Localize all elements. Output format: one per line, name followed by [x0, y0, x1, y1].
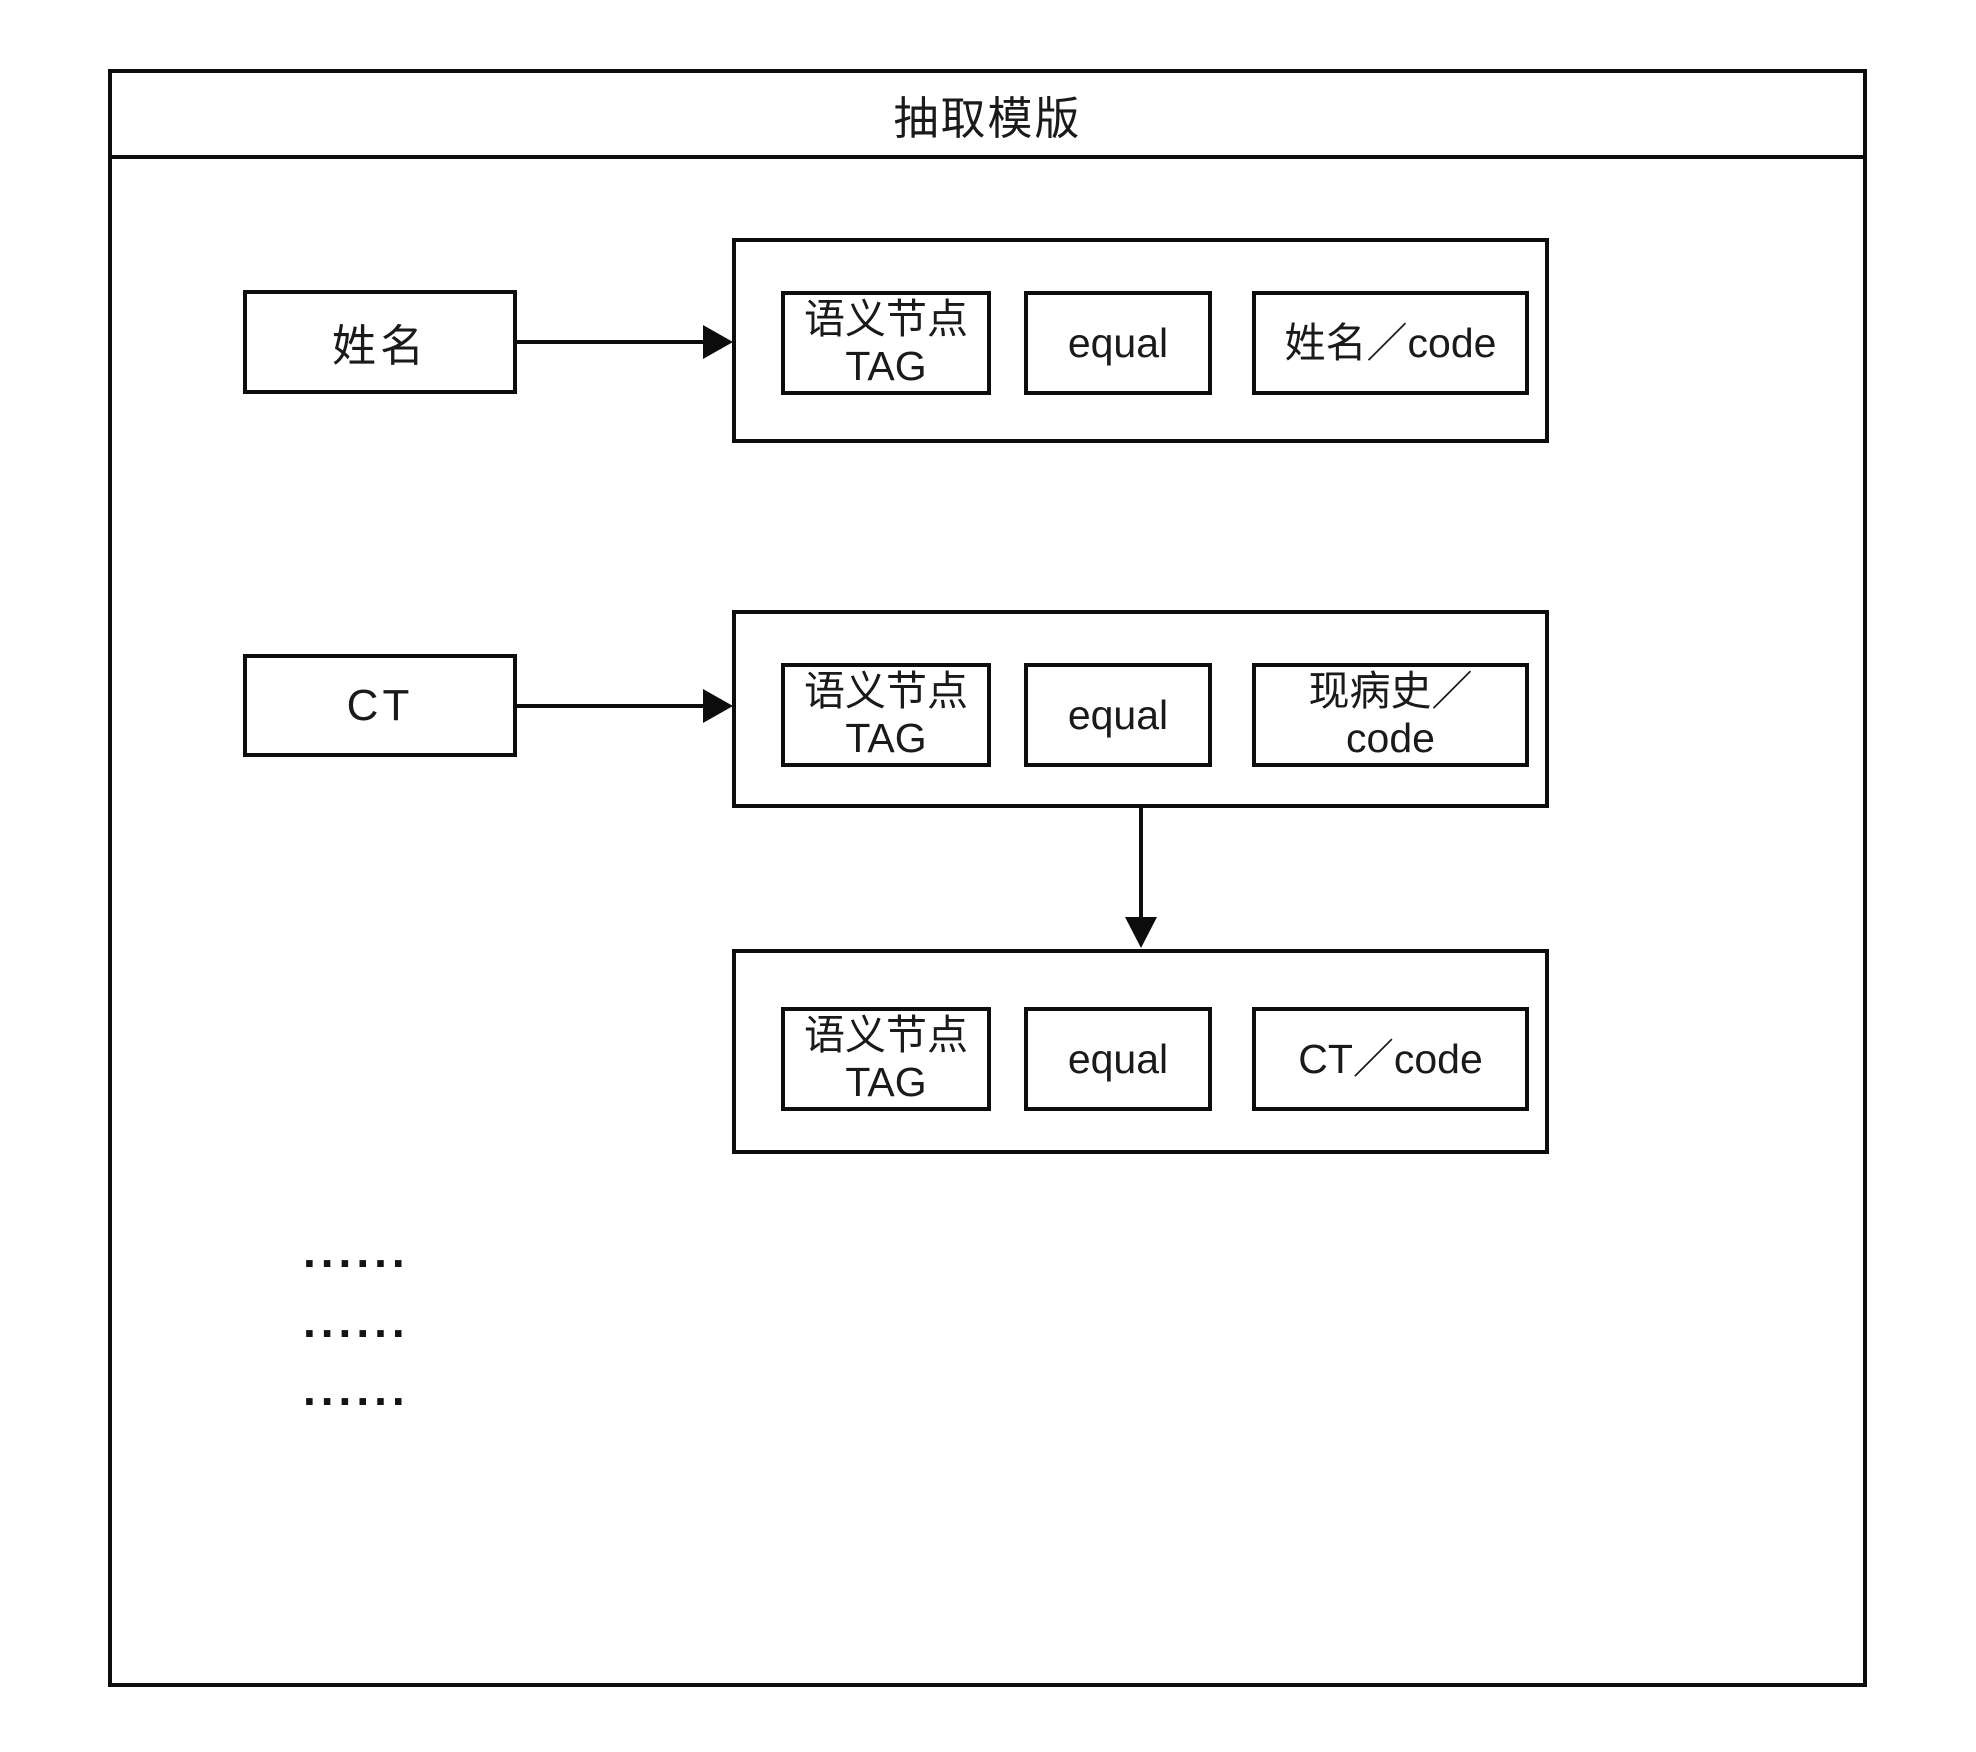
tag-cell-line1: 语义节点: [804, 296, 968, 342]
template-frame-titlebar: 抽取模版: [108, 69, 1867, 159]
rule-group-1-tag-cell: 语义节点 TAG: [781, 291, 991, 395]
rule-group-3-operator-cell: equal: [1024, 1007, 1212, 1111]
arrow-down-shaft: [1139, 808, 1143, 918]
value-cell-line1: 现病史／: [1308, 668, 1473, 714]
arrow-right-2-head-icon: [703, 689, 733, 723]
rule-group-2: 语义节点 TAG equal 现病史／ code: [732, 610, 1549, 808]
rule-group-1: 语义节点 TAG equal 姓名／code: [732, 238, 1549, 443]
diagram-title: 抽取模版: [893, 92, 1082, 144]
tag-cell-line1: 语义节点: [804, 668, 968, 714]
tag-cell-line2: TAG: [845, 715, 927, 761]
rule-group-3-value-cell: CT／code: [1252, 1007, 1529, 1111]
value-cell-label: CT／code: [1298, 1035, 1483, 1082]
source-node-name-label: 姓名: [332, 322, 428, 371]
rule-group-3-tag-cell: 语义节点 TAG: [781, 1007, 991, 1111]
rule-group-1-value-cell: 姓名／code: [1252, 291, 1529, 395]
rule-group-2-tag-cell: 语义节点 TAG: [781, 663, 991, 767]
arrow-down-head-icon: [1125, 917, 1157, 948]
rule-group-2-operator-cell: equal: [1024, 663, 1212, 767]
tag-cell-line2: TAG: [845, 1059, 927, 1105]
source-node-name: 姓名: [243, 290, 517, 394]
source-node-ct-label: CT: [346, 680, 414, 730]
rule-group-1-operator-cell: equal: [1024, 291, 1212, 395]
rule-group-2-value-cell: 现病史／ code: [1252, 663, 1529, 767]
value-cell-label: 姓名／code: [1284, 319, 1497, 366]
tag-cell-line2: TAG: [845, 343, 927, 389]
source-node-ct: CT: [243, 654, 517, 757]
arrow-right-1-head-icon: [703, 325, 733, 359]
ellipsis-row-1: ......: [303, 1225, 410, 1277]
operator-cell-label: equal: [1067, 319, 1169, 366]
arrow-right-2-shaft: [517, 704, 705, 708]
arrow-right-1-shaft: [517, 340, 705, 344]
tag-cell-line1: 语义节点: [804, 1012, 968, 1058]
rule-group-3: 语义节点 TAG equal CT／code: [732, 949, 1549, 1154]
operator-cell-label: equal: [1067, 1035, 1169, 1082]
operator-cell-label: equal: [1067, 691, 1169, 738]
ellipsis-row-3: ......: [303, 1363, 410, 1415]
ellipsis-row-2: ......: [303, 1295, 410, 1347]
value-cell-line2: code: [1346, 715, 1435, 761]
